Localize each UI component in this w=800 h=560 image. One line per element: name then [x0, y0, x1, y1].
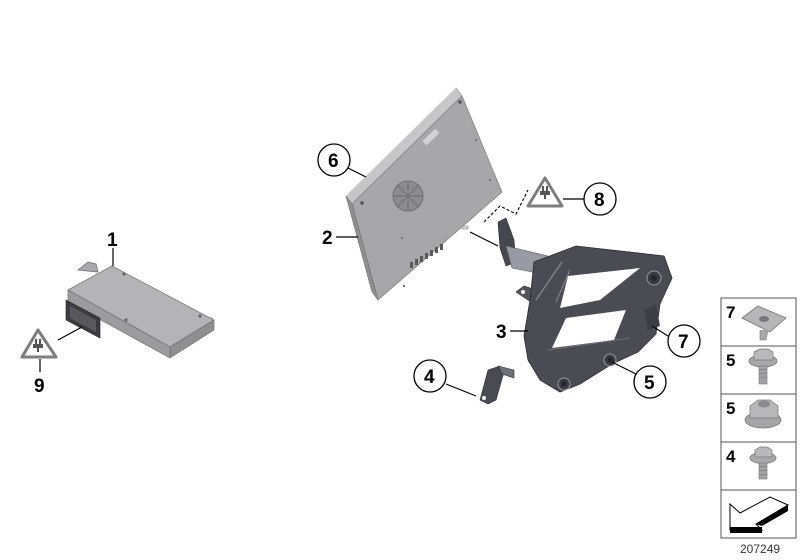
- svg-text:8: 8: [594, 190, 605, 211]
- callout-7[interactable]: 7: [651, 324, 701, 358]
- svg-text:5: 5: [644, 373, 655, 394]
- callout-2[interactable]: 2: [322, 228, 333, 249]
- legend-item[interactable]: 4: [726, 446, 777, 480]
- part-1-control-unit[interactable]: [65, 248, 215, 359]
- callout-5[interactable]: 5: [611, 361, 667, 399]
- legend-item[interactable]: 5: [726, 399, 782, 429]
- orientation-arrow-icon: [729, 496, 790, 533]
- legend-item[interactable]: 5: [726, 348, 778, 385]
- part-4-small-bracket[interactable]: [479, 365, 515, 405]
- clip-nut-icon: [741, 305, 787, 341]
- svg-text:7: 7: [726, 303, 735, 322]
- hex-bolt-icon: [749, 446, 777, 480]
- callout-3[interactable]: 3: [496, 322, 507, 343]
- svg-text:6: 6: [328, 151, 339, 172]
- svg-text:5: 5: [726, 351, 735, 370]
- svg-text:7: 7: [678, 332, 689, 353]
- legend-item[interactable]: 7: [726, 303, 787, 341]
- callout-8[interactable]: 8: [583, 182, 617, 216]
- part-2-control-unit[interactable]: [345, 87, 503, 301]
- hex-bolt-icon: [748, 348, 778, 385]
- svg-text:4: 4: [726, 447, 736, 466]
- connector-warning-icon[interactable]: [483, 176, 584, 223]
- connector-warning-icon[interactable]: [20, 326, 83, 372]
- callout-6[interactable]: 6: [317, 143, 367, 178]
- callout-4[interactable]: 4: [413, 359, 477, 397]
- part-3-holder-bracket[interactable]: [497, 217, 673, 393]
- callout-9[interactable]: 9: [34, 376, 45, 397]
- svg-text:5: 5: [726, 399, 735, 418]
- callout-1[interactable]: 1: [107, 230, 118, 251]
- hex-flange-nut-icon: [744, 399, 782, 429]
- svg-text:4: 4: [424, 367, 435, 388]
- diagram-id-number: 207249: [740, 542, 780, 556]
- fastener-legend: 7 5 5: [720, 297, 797, 539]
